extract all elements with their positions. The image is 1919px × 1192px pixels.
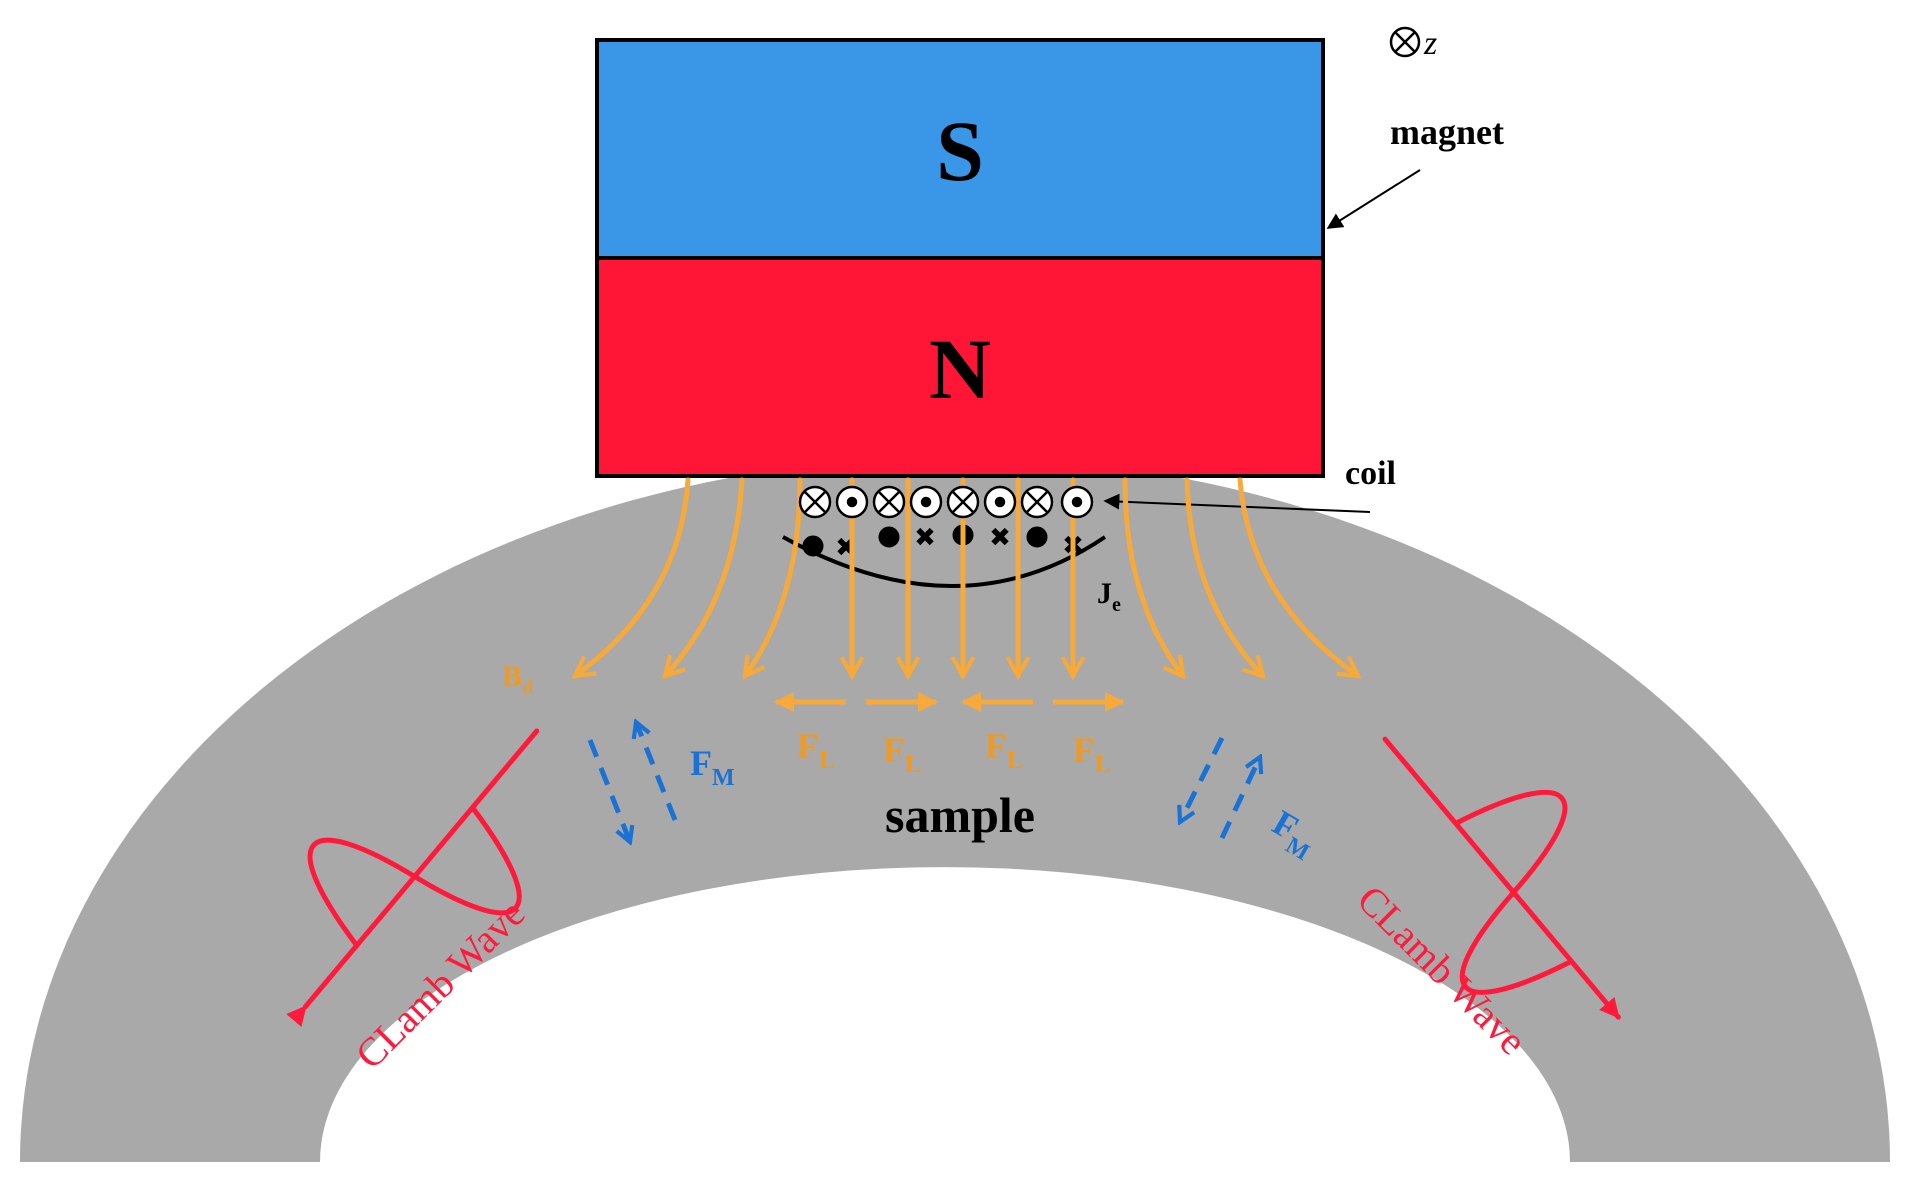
current-in-icon (872, 485, 906, 519)
current-out-icon (983, 485, 1017, 519)
svg-text:✖: ✖ (914, 523, 936, 553)
magnet: S N (595, 38, 1325, 478)
current-out-icon (835, 485, 869, 519)
coil-label: coil (1345, 455, 1396, 492)
south-pole-label: S (936, 103, 984, 199)
lorentz-force-label: FL (1073, 730, 1111, 778)
current-in-icon (946, 485, 980, 519)
lorentz-force-label: FL (797, 726, 835, 774)
lorentz-force-labels: FL FL FL FL (797, 726, 1111, 778)
eddy-current-label: Je (1097, 577, 1121, 616)
north-pole (595, 256, 1325, 478)
north-pole-label: N (929, 321, 991, 417)
current-in-icon (1020, 485, 1054, 519)
magnetostrictive-force-arrows-left (587, 722, 678, 842)
magnetostrictive-force-label: FM (690, 743, 735, 791)
coil-leader-arrow (1103, 493, 1371, 513)
current-out-icon (1060, 485, 1094, 519)
into-page-icon (1389, 26, 1421, 58)
sample-arch (20, 457, 1890, 1162)
z-axis-indicator: z (1389, 25, 1437, 62)
sample-label: sample (885, 787, 1035, 843)
magnet-label: magnet (1390, 112, 1504, 152)
current-in-icon (798, 485, 832, 519)
lorentz-force-label: FL (883, 730, 921, 778)
lamb-wave-right (1382, 736, 1621, 1020)
z-axis-label: z (1423, 25, 1437, 62)
lamb-wave-left (286, 728, 540, 1027)
magnetostrictive-force-arrows-right (1180, 736, 1260, 840)
bias-field-label: Bd (502, 660, 533, 699)
svg-text:✖: ✖ (989, 523, 1011, 553)
coil-conductors (798, 485, 1094, 519)
current-out-icon (909, 485, 943, 519)
lorentz-force-label: FL (985, 726, 1023, 774)
magnet-leader-arrow (1326, 169, 1421, 229)
eddy-current-loop (782, 535, 1107, 588)
